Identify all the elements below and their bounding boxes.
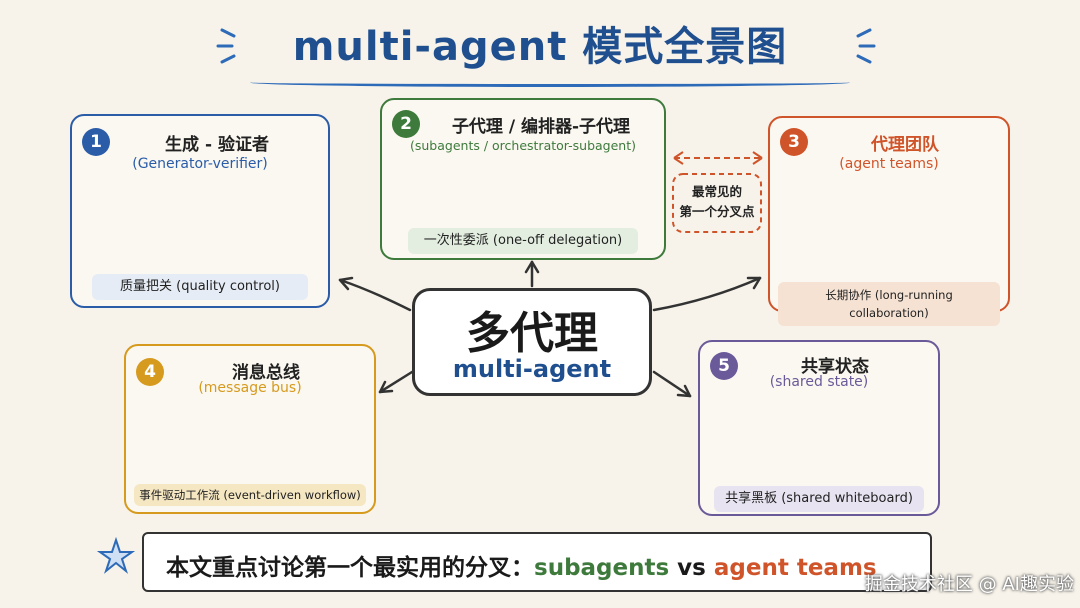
page-title: multi-agent 模式全景图 <box>292 24 788 70</box>
box-number: 3 <box>780 128 808 156</box>
box-number: 2 <box>392 110 420 138</box>
box-title: 生成 - 验证者 <box>165 135 269 155</box>
box-title: 共享状态 <box>801 357 869 377</box>
box-subtitle: (shared state) <box>769 374 869 390</box>
box-subtitle: (agent teams) <box>839 156 939 172</box>
box-agent-teams: 3 代理团队 (agent teams) 长期协作 (long-running … <box>768 116 1010 326</box>
box-title: 消息总线 <box>232 363 300 383</box>
watermark: 掘金技术社区 @ AI趣实验 <box>864 574 1074 595</box>
star-icon <box>96 536 136 574</box>
center-title: 多代理 <box>466 308 598 359</box>
center-node: 多代理 multi-agent <box>412 288 652 396</box>
connector-arrows <box>338 260 762 398</box>
box-footer: 事件驱动工作流 (event-driven workflow) <box>134 484 366 506</box>
box-number: 4 <box>136 358 164 386</box>
center-subtitle: multi-agent <box>452 355 612 383</box>
fork-note-frame <box>672 173 762 233</box>
box-number: 1 <box>82 128 110 156</box>
box-number: 5 <box>710 352 738 380</box>
box-title: 代理团队 <box>871 135 939 155</box>
box-subtitle: (message bus) <box>198 380 302 396</box>
conclusion-text: 本文重点讨论第一个最实用的分叉：subagents vs agent teams <box>166 548 877 582</box>
conclusion-agent-teams: agent teams <box>713 555 877 581</box>
box-subtitle: (subagents / orchestrator-subagent) <box>410 138 636 153</box>
box-message-bus: 4 消息总线 (message bus) 事件驱动工作流 (event-driv… <box>124 344 376 514</box>
box-footer: 一次性委派 (one-off delegation) <box>408 228 638 254</box>
title-underline <box>250 78 850 87</box>
box-generator-verifier: 1 生成 - 验证者 (Generator-verifier) 质量把关 (qu… <box>70 114 330 308</box>
box-footer: 长期协作 (long-running collaboration) <box>778 282 1000 326</box>
box-title: 子代理 / 编排器-子代理 <box>451 117 631 137</box>
conclusion-vs: vs <box>669 555 714 581</box>
fork-note-line1: 最常见的 <box>691 184 742 199</box>
box-shared-state: 5 共享状态 (shared state) 共享黑板 (shared white… <box>698 340 940 516</box>
fork-note-line2: 第一个分叉点 <box>679 204 755 219</box>
conclusion-bar: 本文重点讨论第一个最实用的分叉：subagents vs agent teams <box>142 532 932 592</box>
box-footer: 共享黑板 (shared whiteboard) <box>714 486 924 512</box>
box-footer: 质量把关 (quality control) <box>92 274 308 300</box>
box-subtitle: (Generator-verifier) <box>132 156 268 172</box>
fork-arrowheads <box>673 151 763 165</box>
fork-note: 最常见的 第一个分叉点 <box>673 182 761 222</box>
sparkle-icon <box>216 28 876 64</box>
conclusion-subagents: subagents <box>534 555 670 581</box>
conclusion-main: 本文重点讨论第一个最实用的分叉： <box>166 555 534 581</box>
box-subagents: 2 子代理 / 编排器-子代理 (subagents / orchestrato… <box>380 98 666 260</box>
